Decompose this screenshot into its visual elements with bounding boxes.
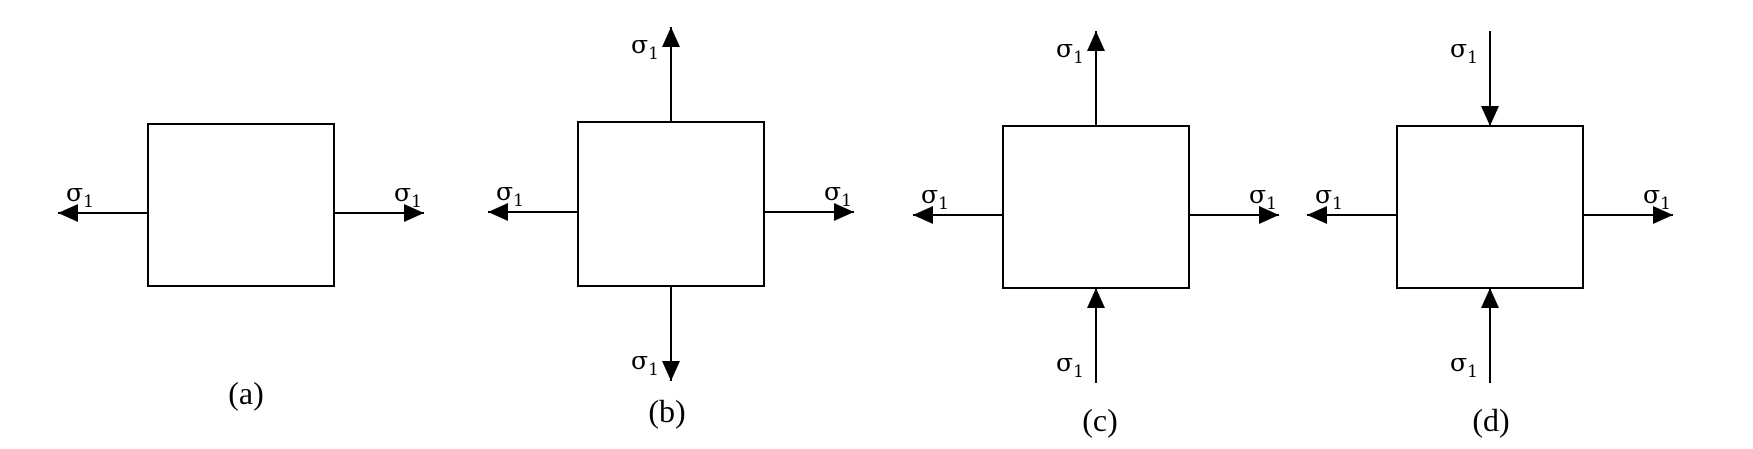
arrow-c-right-head bbox=[1259, 206, 1279, 224]
panel-c: σ1 σ1 σ1 σ1 (c) bbox=[913, 31, 1279, 438]
panel-caption-c: (c) bbox=[1082, 402, 1118, 438]
arrow-a-left: σ1 bbox=[58, 178, 148, 222]
arrow-c-bottom: σ1 bbox=[1056, 288, 1105, 383]
stress-label-b-left: σ1 bbox=[496, 177, 524, 211]
arrow-a-right-head bbox=[404, 204, 424, 222]
stress-label-c-left: σ1 bbox=[921, 180, 949, 214]
arrow-d-bottom-head bbox=[1481, 288, 1499, 308]
panel-a: σ1 σ1 (a) bbox=[58, 123, 424, 411]
stress-label-b-bottom: σ1 bbox=[631, 346, 659, 380]
arrow-b-right: σ1 bbox=[764, 177, 854, 221]
arrow-d-top-head bbox=[1481, 106, 1499, 126]
arrow-c-right: σ1 bbox=[1189, 180, 1279, 224]
stress-label-a-left: σ1 bbox=[66, 178, 94, 212]
panel-caption-d: (d) bbox=[1472, 402, 1509, 438]
arrow-a-right: σ1 bbox=[334, 178, 424, 222]
stress-element-box-b bbox=[577, 121, 765, 287]
stress-label-c-bottom: σ1 bbox=[1056, 348, 1084, 382]
stress-element-box-d bbox=[1396, 125, 1584, 289]
arrow-d-left: σ1 bbox=[1307, 180, 1397, 224]
stress-label-b-right: σ1 bbox=[824, 177, 852, 211]
arrow-d-left-head bbox=[1307, 206, 1327, 224]
arrow-b-top: σ1 bbox=[631, 27, 680, 122]
stress-element-box-a bbox=[147, 123, 335, 287]
arrow-c-bottom-head bbox=[1087, 288, 1105, 308]
panel-caption-a: (a) bbox=[228, 375, 264, 411]
stress-label-d-bottom: σ1 bbox=[1450, 348, 1478, 382]
panel-b: σ1 σ1 σ1 σ1 (b) bbox=[488, 27, 854, 429]
stress-label-a-right: σ1 bbox=[394, 178, 422, 212]
panel-d: σ1 σ1 σ1 σ1 (d) bbox=[1307, 31, 1673, 438]
stress-label-c-top: σ1 bbox=[1056, 34, 1084, 68]
stress-label-d-top: σ1 bbox=[1450, 34, 1478, 68]
arrow-a-left-head bbox=[58, 204, 78, 222]
arrow-d-right: σ1 bbox=[1583, 180, 1673, 224]
arrow-b-right-head bbox=[834, 203, 854, 221]
arrow-d-bottom: σ1 bbox=[1450, 288, 1499, 383]
arrow-c-top: σ1 bbox=[1056, 31, 1105, 126]
arrow-c-left-head bbox=[913, 206, 933, 224]
stress-label-d-right: σ1 bbox=[1643, 180, 1671, 214]
arrow-b-bottom: σ1 bbox=[631, 286, 680, 381]
arrow-c-top-head bbox=[1087, 31, 1105, 51]
stress-label-b-top: σ1 bbox=[631, 30, 659, 64]
arrow-b-top-head bbox=[662, 27, 680, 47]
panels: σ1 σ1 (a) σ1 σ1 σ1 σ1 (b) σ1 σ1 σ1 σ1 (c) σ1 σ1 σ1 σ1 (d) bbox=[58, 27, 1673, 438]
arrow-d-top: σ1 bbox=[1450, 31, 1499, 126]
stress-label-d-left: σ1 bbox=[1315, 180, 1343, 214]
arrow-c-left: σ1 bbox=[913, 180, 1003, 224]
stress-element-box-c bbox=[1002, 125, 1190, 289]
arrow-d-right-head bbox=[1653, 206, 1673, 224]
panel-caption-b: (b) bbox=[648, 393, 685, 429]
arrow-b-bottom-head bbox=[662, 361, 680, 381]
stress-label-c-right: σ1 bbox=[1249, 180, 1277, 214]
arrow-b-left: σ1 bbox=[488, 177, 578, 221]
arrow-b-left-head bbox=[488, 203, 508, 221]
